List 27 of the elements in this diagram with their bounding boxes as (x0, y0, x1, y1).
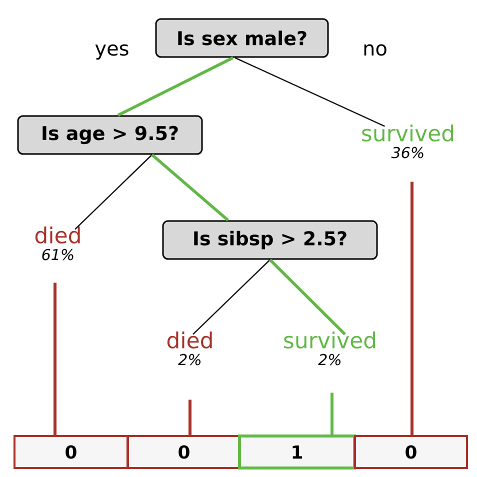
connector-line (330, 392, 334, 434)
result-cell: 1 (238, 434, 356, 470)
percentage-label: 2% (178, 354, 201, 366)
connector-line (54, 282, 56, 435)
connector-line (192, 259, 270, 335)
connector-line (188, 400, 192, 435)
result-cell: 0 (14, 435, 128, 469)
connector-line (410, 182, 414, 435)
connector-line (117, 56, 234, 117)
connector-line (74, 154, 152, 230)
branch-label: yes (95, 44, 128, 60)
connector-line (234, 57, 386, 127)
result-cell: 0 (127, 435, 241, 469)
question-box: Is age > 9.5? (17, 115, 203, 155)
outcome-label: died (167, 332, 212, 349)
connector-line (151, 154, 229, 222)
percentage-label: 2% (318, 354, 341, 366)
outcome-label: survived (284, 332, 376, 349)
branch-label: no (364, 44, 386, 56)
outcome-label: died (35, 226, 80, 244)
result-cell: 0 (354, 435, 468, 469)
question-box: Is sibsp > 2.5? (162, 220, 378, 260)
outcome-label: survived (362, 124, 454, 142)
percentage-label: 36% (391, 146, 424, 158)
question-box: Is sex male? (155, 18, 329, 58)
percentage-label: 61% (42, 248, 74, 260)
connector-line (268, 258, 346, 336)
